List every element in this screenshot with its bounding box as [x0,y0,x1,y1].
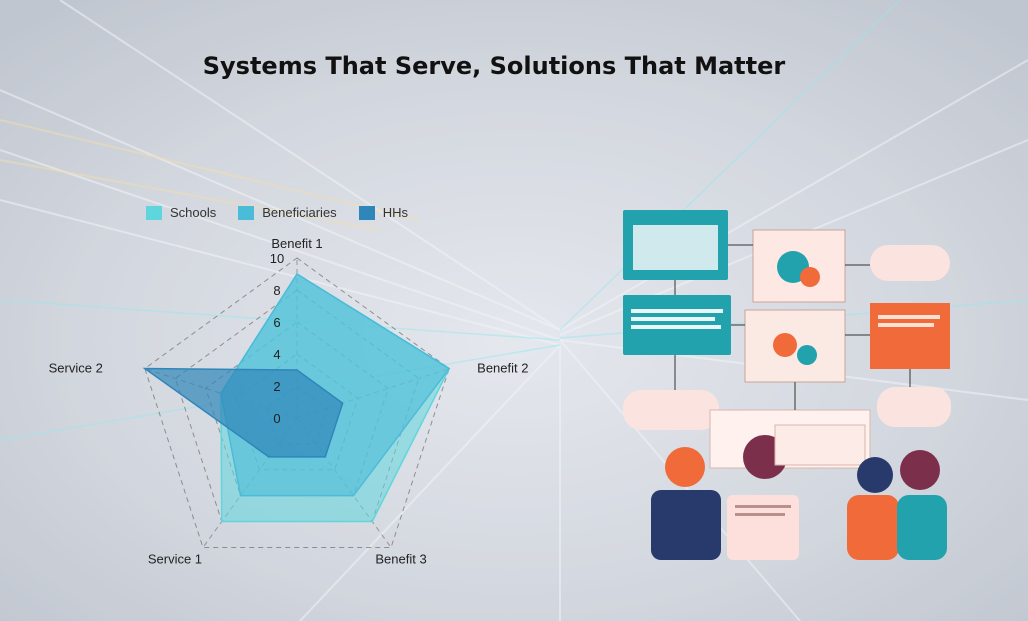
series-hhs-area [142,367,344,458]
infographic-illustration [623,210,951,560]
people-illustration [651,424,947,560]
axis-label-benefit-2: Benefit 2 [477,361,528,376]
legend-swatch-beneficiaries [238,205,255,220]
radial-tick-10: 10 [270,251,284,266]
radial-tick-2: 2 [273,379,280,394]
workflow-diagram [623,210,951,469]
radial-tick-4: 4 [273,347,280,362]
radial-tick-0: 0 [273,411,280,426]
axis-label-benefit-3: Benefit 3 [375,551,426,566]
legend-label-hhs: HHs [382,205,408,220]
axis-label-service-1: Service 1 [148,551,202,566]
legend-swatch-hhs [358,205,375,220]
legend-label-schools: Schools [170,205,217,220]
legend-item-schools: Schools [146,205,216,220]
chart-legend: Schools Beneficiaries HHs [146,205,408,220]
legend-item-beneficiaries: Beneficiaries [238,205,337,220]
axis-label-benefit-1: Benefit 1 [271,236,322,251]
legend-label-beneficiaries: Beneficiaries [262,205,337,220]
page-title: Systems That Serve, Solutions That Matte… [202,52,786,80]
radial-tick-6: 6 [273,315,280,330]
legend-item-hhs: HHs [358,205,408,220]
radial-tick-8: 8 [273,283,280,298]
axis-label-service-2: Service 2 [49,361,103,376]
grid-ring-10 [144,257,450,548]
legend-swatch-schools [146,205,162,220]
